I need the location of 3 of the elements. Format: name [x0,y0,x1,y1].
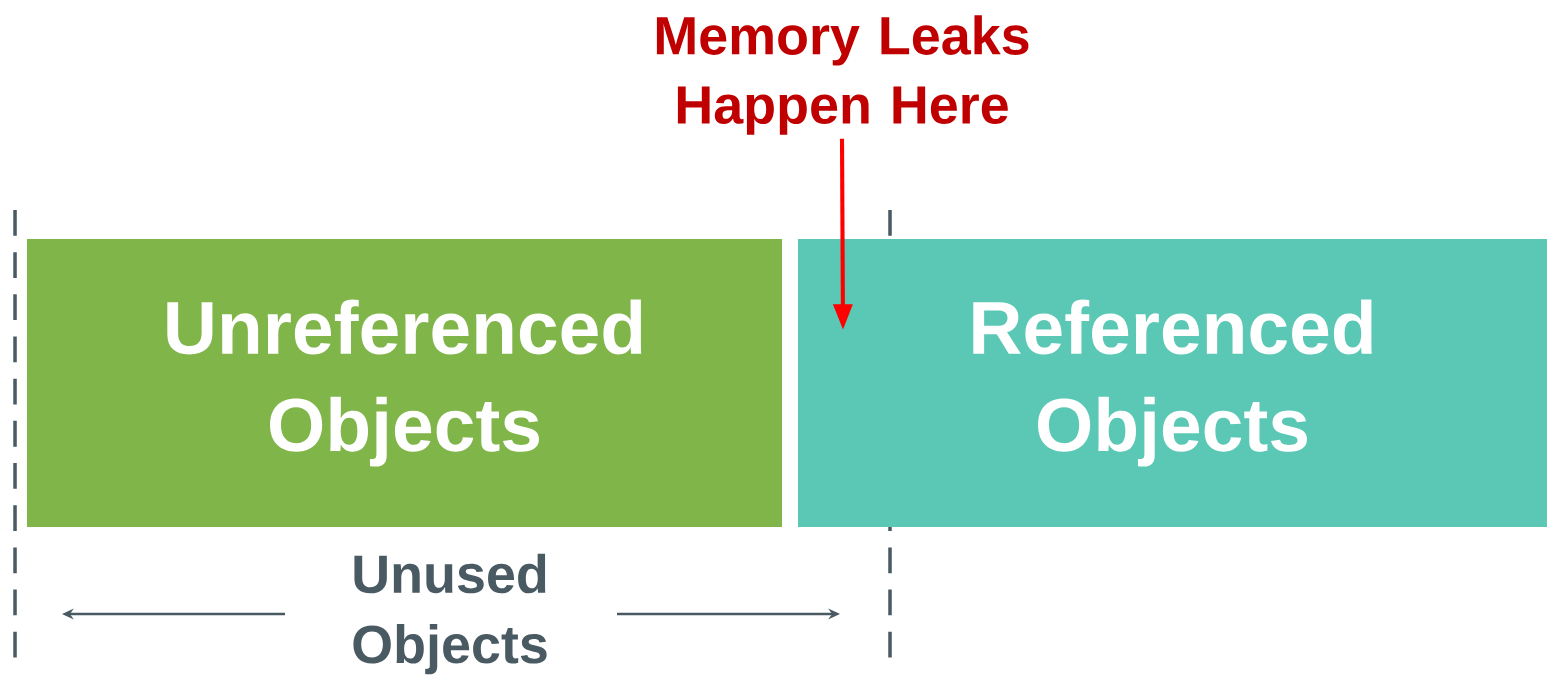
callout-text: Memory Leaks Happen Here [656,15,1029,135]
memory-region-box: Unreferenced Objects [27,239,782,527]
memory-region-box: Referenced Objects [798,239,1547,527]
